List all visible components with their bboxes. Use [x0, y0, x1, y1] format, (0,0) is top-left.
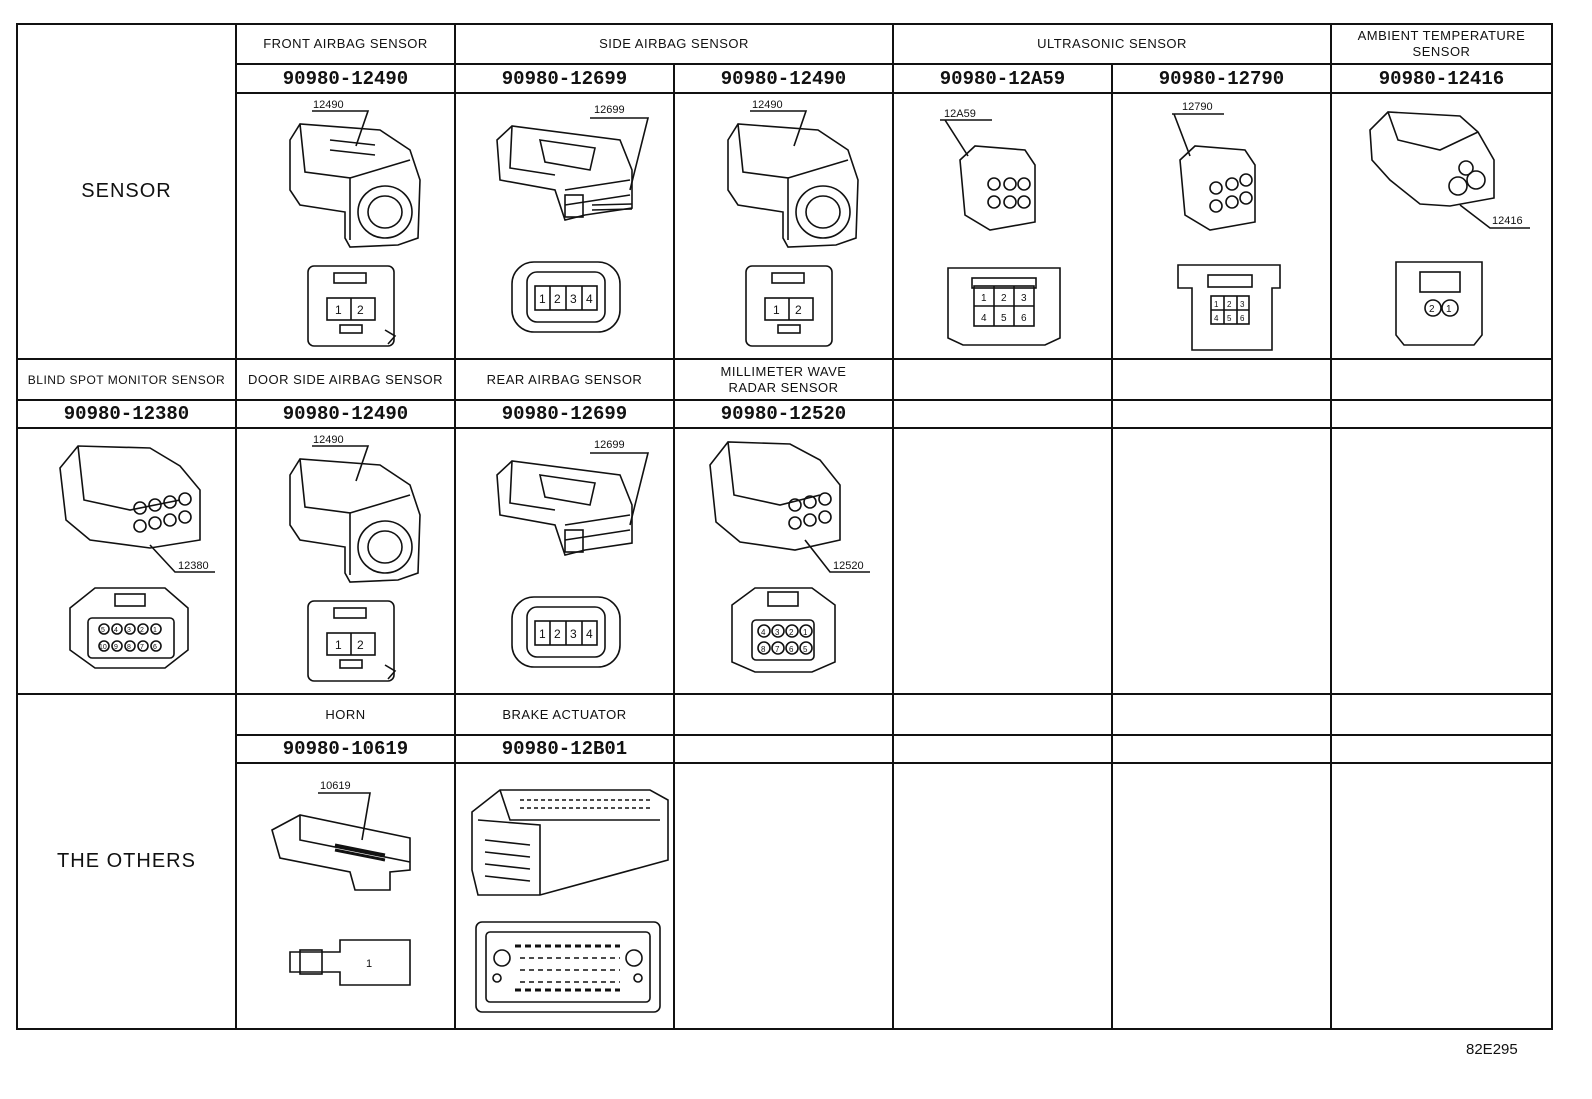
part-number: 90980-12520 — [720, 403, 847, 425]
pin: 5 — [101, 627, 105, 634]
pin: 1 — [981, 293, 987, 304]
part-number: 90980-12699 — [501, 403, 628, 425]
pin: 3 — [570, 627, 577, 641]
part-number: 90980-12416 — [1378, 67, 1505, 90]
pin: 1 — [366, 958, 372, 970]
lead-code: 12490 — [313, 434, 344, 446]
pin: 3 — [1240, 300, 1245, 309]
header-ultrasonic-sensor: ULTRASONIC SENSOR — [1037, 36, 1187, 51]
pin: 1 — [1214, 300, 1219, 309]
pin: 1 — [335, 303, 342, 317]
connector-12699-rear-airbag: 12699 1 2 3 4 — [496, 439, 650, 668]
header-ambient-temperature-sensor: AMBIENT TEMPERATURE SENSOR — [1357, 28, 1526, 59]
pin: 3 — [775, 628, 780, 637]
part-number: 90980-12699 — [501, 67, 628, 90]
lead-code: 12520 — [833, 560, 864, 572]
pin: 2 — [357, 303, 364, 317]
pin: 3 — [127, 627, 131, 634]
pin: 7 — [775, 645, 780, 654]
lead-code: 12490 — [752, 99, 783, 111]
pin: 8 — [761, 645, 766, 654]
pin: 5 — [803, 645, 808, 654]
part-number: 90980-12490 — [282, 67, 409, 90]
pin: 7 — [140, 644, 144, 651]
pin: 1 — [539, 627, 546, 641]
pin: 6 — [1240, 314, 1245, 323]
pin: 1 — [773, 303, 780, 317]
pin: 2 — [554, 627, 561, 641]
pin: 4 — [1214, 314, 1219, 323]
connector-12a59-ultrasonic: 12A59 1 2 3 4 5 6 — [940, 108, 1061, 346]
pin: 6 — [1021, 313, 1027, 324]
pin: 4 — [114, 627, 118, 634]
header-front-airbag-sensor: FRONT AIRBAG SENSOR — [263, 36, 428, 51]
connector-12490-door-side-airbag: 12490 1 2 — [289, 434, 421, 682]
pin: 2 — [789, 628, 794, 637]
pin: 8 — [127, 644, 131, 651]
connector-12380-blind-spot-monitor: 12380 5 4 3 2 1 10 9 8 7 6 — [59, 445, 215, 669]
lead-code: 10619 — [320, 780, 351, 792]
pin: 1 — [803, 628, 808, 637]
pin: 9 — [114, 644, 118, 651]
connector-12490-side-airbag: 12490 1 2 — [727, 99, 859, 347]
pin: 1 — [539, 292, 546, 306]
pin: 3 — [1021, 293, 1027, 304]
part-number: 90980-12490 — [282, 403, 409, 425]
pin: 2 — [1001, 293, 1007, 304]
connector-12490-front-airbag: 12490 1 2 — [289, 99, 421, 347]
pin: 10 — [99, 644, 107, 651]
header-door-side-airbag-sensor: DOOR SIDE AIRBAG SENSOR — [248, 371, 443, 387]
pin: 5 — [1227, 314, 1232, 323]
pin: 5 — [1001, 313, 1007, 324]
lead-code: 12790 — [1182, 101, 1213, 113]
connector-12520-millimeter-wave-radar: 12520 4 3 2 1 8 7 6 5 — [709, 441, 870, 673]
header-millimeter-wave-radar-sensor: MILLIMETER WAVE RADAR SENSOR — [720, 363, 847, 395]
pin: 3 — [570, 292, 577, 306]
pin: 1 — [153, 627, 157, 634]
header-horn: HORN — [325, 706, 366, 722]
part-number: 90980-12790 — [1158, 67, 1285, 90]
connector-12699-side-airbag: 12699 1 2 3 4 — [496, 104, 650, 333]
pin: 4 — [761, 628, 766, 637]
pin: 4 — [981, 313, 987, 324]
pin: 2 — [1429, 304, 1435, 315]
part-number: 90980-12A59 — [939, 67, 1066, 90]
part-number: 90980-12490 — [720, 67, 847, 90]
header-brake-actuator: BRAKE ACTUATOR — [502, 706, 627, 722]
pin: 2 — [140, 627, 144, 634]
part-number: 90980-12B01 — [501, 738, 628, 760]
connector-10619-horn: 10619 1 — [271, 780, 411, 986]
connector-12b01-brake-actuator — [471, 789, 669, 1013]
lead-code: 12416 — [1492, 215, 1523, 227]
pin: 2 — [1227, 300, 1232, 309]
part-number: 90980-10619 — [282, 738, 409, 760]
category-the-others: THE OTHERS — [57, 850, 196, 872]
connector-12790-ultrasonic: 12790 1 2 3 4 5 6 — [1172, 101, 1281, 351]
header-rear-airbag-sensor: REAR AIRBAG SENSOR — [486, 371, 643, 387]
pin: 6 — [789, 645, 794, 654]
lead-code: 12380 — [178, 560, 209, 572]
header-side-airbag-sensor: SIDE AIRBAG SENSOR — [599, 36, 749, 51]
lead-code: 12699 — [594, 104, 625, 116]
figure-reference: 82E295 — [1466, 1041, 1518, 1058]
pin: 2 — [554, 292, 561, 306]
lead-code: 12A59 — [944, 108, 976, 120]
pin: 1 — [335, 638, 342, 652]
part-number: 90980-12380 — [63, 403, 190, 425]
pin: 1 — [1446, 304, 1452, 315]
pin: 2 — [357, 638, 364, 652]
header-blind-spot-monitor-sensor: BLIND SPOT MONITOR SENSOR — [27, 372, 226, 387]
pin: 2 — [795, 303, 802, 317]
lead-code: 12699 — [594, 439, 625, 451]
pin: 4 — [586, 292, 593, 306]
category-sensor: SENSOR — [81, 180, 172, 202]
connector-12416-ambient-temperature: 12416 2 1 — [1369, 111, 1530, 346]
pin: 4 — [586, 627, 593, 641]
lead-code: 12490 — [313, 99, 344, 111]
pin: 6 — [153, 644, 157, 651]
